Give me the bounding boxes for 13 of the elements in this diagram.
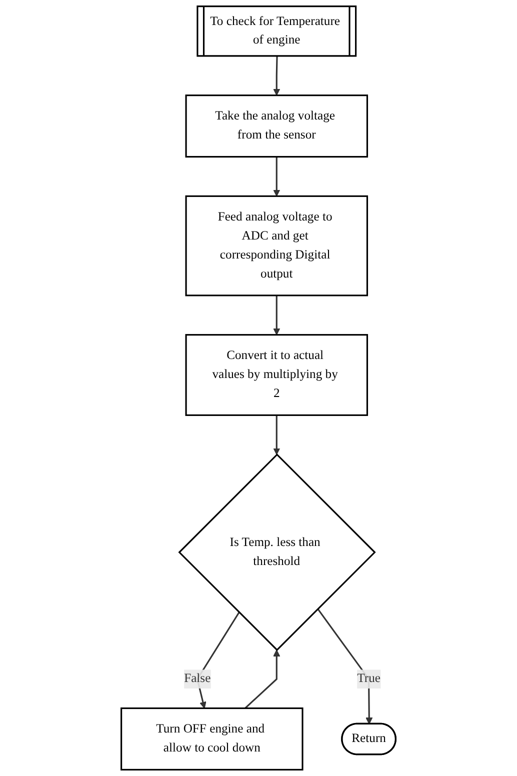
arrow (273, 56, 280, 96)
arrow (317, 608, 373, 724)
node-box: Take the analog voltage from the sensor (185, 94, 368, 158)
arrow (273, 295, 280, 336)
node-box: Feed analog voltage to ADC and get corresponding Digital output (185, 195, 368, 296)
edge-label: True (357, 672, 380, 686)
node-box: Turn OFF engine and allow to cool down (120, 707, 304, 770)
node-diamond: Is Temp. less than threshold (178, 453, 376, 652)
node-box: Convert it to actual values by multiplying by 2 (185, 334, 368, 416)
edge-label: False (184, 672, 211, 686)
arrow (244, 650, 280, 709)
arrow (273, 415, 280, 455)
arrow (273, 156, 280, 196)
